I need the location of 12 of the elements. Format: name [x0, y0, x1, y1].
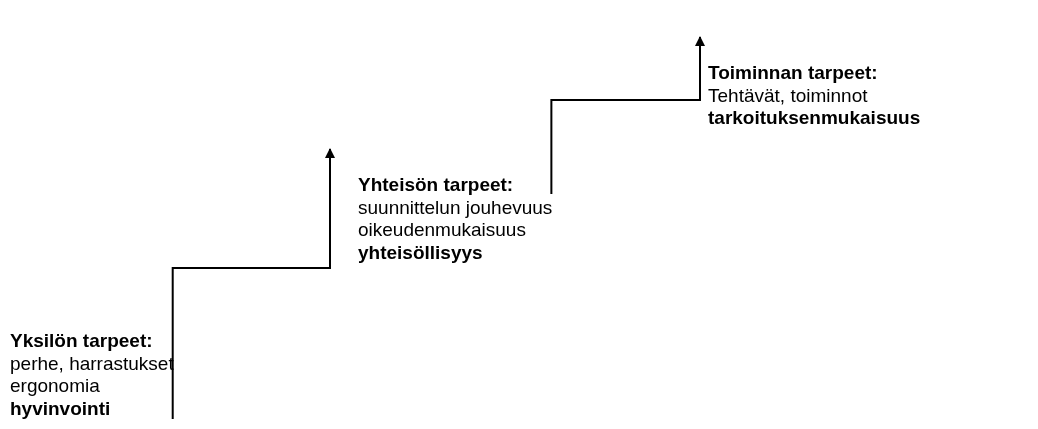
need-item-text: ergonomia [10, 375, 100, 398]
key-goal-text: yhteisöllisyys [358, 241, 483, 264]
key-goal-text: hyvinvointi [10, 397, 111, 420]
need-heading: Yksilön tarpeet: [10, 330, 153, 353]
need-item-text: suunnittelun jouhevuus [358, 196, 553, 219]
need-heading: Toiminnan tarpeet: [708, 62, 878, 85]
key-goal-text: tarkoituksenmukaisuus [708, 107, 921, 130]
step-arrow [550, 36, 705, 195]
step-arrow [171, 148, 335, 420]
need-item-text: Tehtävät, toiminnot [708, 84, 868, 107]
need-item-text: oikeudenmukaisuus [358, 219, 526, 242]
need-heading: Yhteisön tarpeet: [358, 174, 514, 197]
